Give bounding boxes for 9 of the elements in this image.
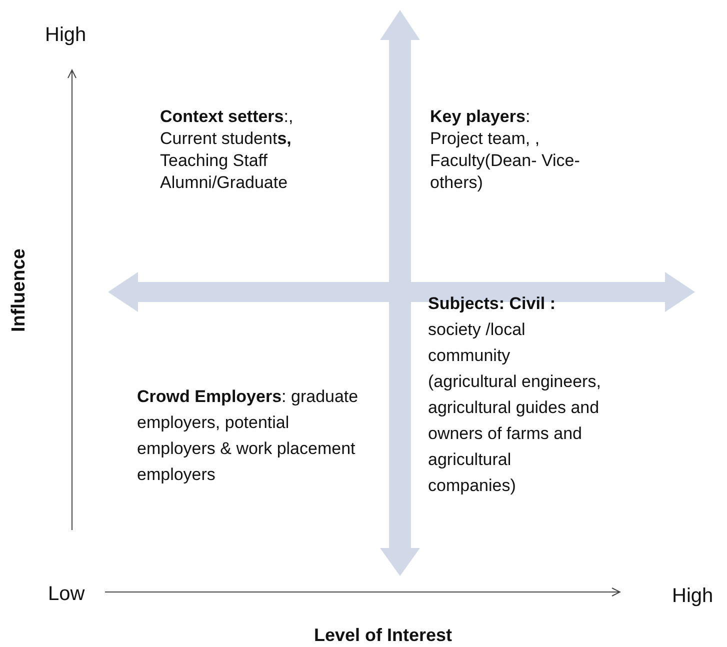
axis-label: High bbox=[672, 584, 714, 609]
axis-title: Influence bbox=[7, 248, 30, 332]
quadrant-text: Context setters:, Current students, Teaching Staff Alumni/Graduate bbox=[160, 106, 294, 194]
quadrant-text: Subjects: Civil : society /local community (agricultural engineers, agricultural guides and owners of farms and agricultural companies) bbox=[428, 293, 602, 497]
axis-label: Low bbox=[48, 582, 85, 607]
quadrant-text: Key players: Project team, , Faculty(Dean- Vice-others) bbox=[430, 106, 580, 194]
axis-title: Level of Interest bbox=[314, 624, 452, 647]
axis-label: High bbox=[45, 23, 86, 48]
quadrant-text: Crowd Employers: graduate employers, potential employers & work placement employers bbox=[137, 386, 360, 486]
